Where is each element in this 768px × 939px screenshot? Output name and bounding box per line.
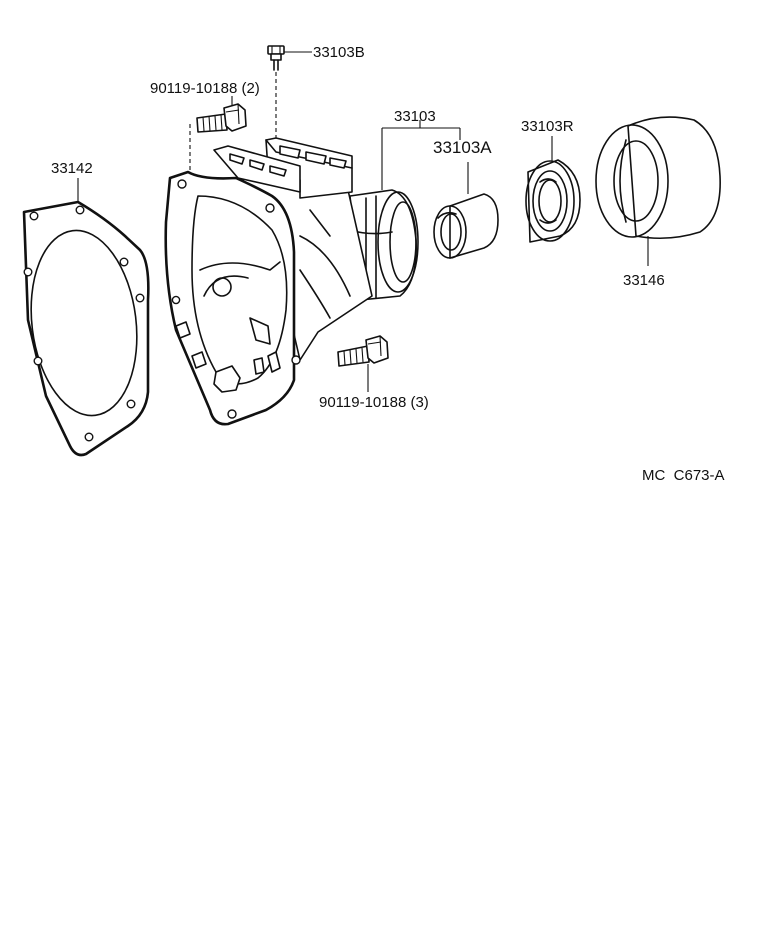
hex-bolt-icon: [337, 335, 389, 367]
bushing-icon: [433, 193, 499, 259]
part-label-90119-lower: 90119-10188 (3): [319, 394, 429, 411]
extension-housing-icon: [164, 137, 419, 426]
part-label-33146: 33146: [623, 272, 665, 289]
part-label-33103r: 33103R: [521, 118, 574, 135]
hex-bolt-icon: [267, 45, 285, 71]
part-label-33103a: 33103A: [433, 138, 492, 157]
hex-bolt-icon: [196, 103, 247, 133]
gasket-icon: [22, 200, 150, 457]
figure-code: MC C673-A: [642, 467, 725, 484]
dust-cover-icon: [595, 116, 721, 240]
part-label-90119-upper: 90119-10188 (2): [150, 80, 260, 97]
part-label-33103b: 33103B: [313, 44, 365, 61]
part-label-33142: 33142: [51, 160, 93, 177]
leader-housing: [381, 127, 461, 190]
oil-seal-icon: [525, 159, 581, 243]
part-label-33103: 33103: [394, 108, 436, 125]
